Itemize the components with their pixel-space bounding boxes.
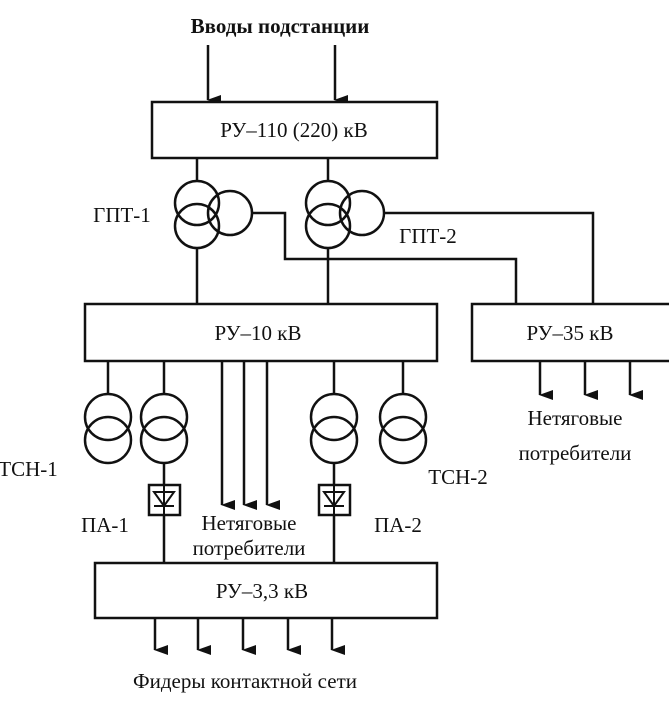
input-arrows: [206, 45, 348, 105]
tsn2-transformer: [378, 361, 428, 465]
nontraction-center-line2: потребители: [193, 536, 306, 560]
ru10-output-arrows: [220, 361, 280, 510]
ru33-label: РУ–3,3 кВ: [216, 579, 308, 603]
ru110-box: РУ–110 (220) кВ: [150, 100, 439, 160]
tsn1-label: ТСН-1: [0, 457, 58, 481]
rectifier-icon: [317, 483, 352, 517]
ru35-feed-lines: [252, 211, 595, 304]
pa2-transformer: [309, 361, 359, 563]
ru35-box: РУ–35 кВ: [470, 302, 669, 363]
rectifier-icon: [147, 483, 182, 517]
tsn2-label: ТСН-2: [428, 465, 488, 489]
tsn1-transformer: [83, 361, 133, 465]
pa1-transformer: [139, 361, 189, 563]
ru10-box: РУ–10 кВ: [83, 302, 439, 363]
ru10-label: РУ–10 кВ: [215, 321, 302, 345]
pa2-label: ПА-2: [374, 513, 422, 537]
pa1-label: ПА-1: [81, 513, 129, 537]
ru35-output-arrows: [538, 361, 643, 400]
nontraction-right-line2: потребители: [519, 441, 632, 465]
ru35-label: РУ–35 кВ: [527, 321, 614, 345]
diagram-title: Вводы подстанции: [191, 14, 370, 38]
gpt2-transformer: [304, 158, 386, 304]
gpt2-label: ГПТ-2: [399, 224, 457, 248]
feeders-label: Фидеры контактной сети: [133, 669, 357, 693]
ru33-box: РУ–3,3 кВ: [93, 561, 439, 620]
ru110-label: РУ–110 (220) кВ: [220, 118, 367, 142]
feeder-arrows: [153, 618, 345, 655]
gpt1-transformer: [173, 158, 254, 304]
gpt1-label: ГПТ-1: [93, 203, 151, 227]
nontraction-center-line1: Нетяговые: [202, 511, 297, 535]
nontraction-right-line1: Нетяговые: [528, 406, 623, 430]
